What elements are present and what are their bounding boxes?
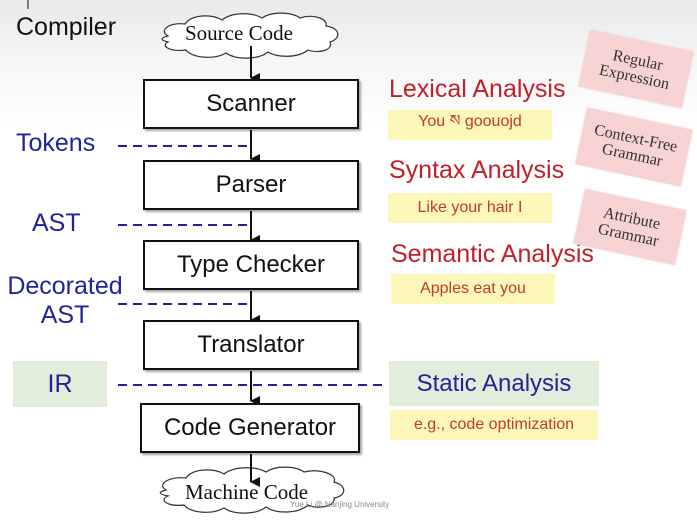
stage-label: Type Checker xyxy=(176,251,326,278)
stage-label: Translator xyxy=(197,331,305,358)
intermediate-ir: IR xyxy=(13,361,107,407)
stage-code-generator: Code Generator xyxy=(140,403,360,453)
source-code-label: Source Code xyxy=(185,21,293,45)
stage-label: Parser xyxy=(215,171,287,198)
stage-scanner: Scanner xyxy=(143,79,359,129)
phase-semantic-title: Semantic Analysis xyxy=(391,240,594,268)
static-analysis-title: Static Analysis xyxy=(416,369,572,397)
example-text: You ས goouojd xyxy=(418,112,522,130)
phase-syntax-title: Syntax Analysis xyxy=(389,156,565,184)
static-analysis-box: Static Analysis xyxy=(389,361,599,406)
stage-translator: Translator xyxy=(143,320,359,370)
example-text: e.g., code optimization xyxy=(413,416,575,433)
ir-label: IR xyxy=(47,369,73,398)
phase-semantic-example: Apples eat you xyxy=(391,274,555,304)
diagram-title: Compiler xyxy=(16,13,117,41)
stage-label: Code Generator xyxy=(163,414,337,441)
stage-type-checker: Type Checker xyxy=(143,240,359,290)
intermediate-ast: AST xyxy=(32,209,81,237)
source-code-cloud xyxy=(161,12,339,59)
example-text: Apples eat you xyxy=(420,280,526,297)
static-analysis-example: e.g., code optimization xyxy=(390,410,598,440)
phase-lexical-title: Lexical Analysis xyxy=(389,75,566,103)
phase-syntax-example: Like your hair I xyxy=(388,193,552,223)
intermediate-tokens: Tokens xyxy=(16,129,96,157)
stage-label: Scanner xyxy=(206,90,296,117)
watermark: Yue Li @ Nanjing University xyxy=(290,500,390,509)
machine-code-label: Machine Code xyxy=(185,480,309,504)
phase-lexical-example: You ས goouojd xyxy=(388,110,552,140)
example-text: Like your hair I xyxy=(417,199,523,216)
stage-parser: Parser xyxy=(143,160,359,210)
text-cursor-icon: I xyxy=(26,0,30,12)
machine-code-cloud xyxy=(159,466,345,514)
